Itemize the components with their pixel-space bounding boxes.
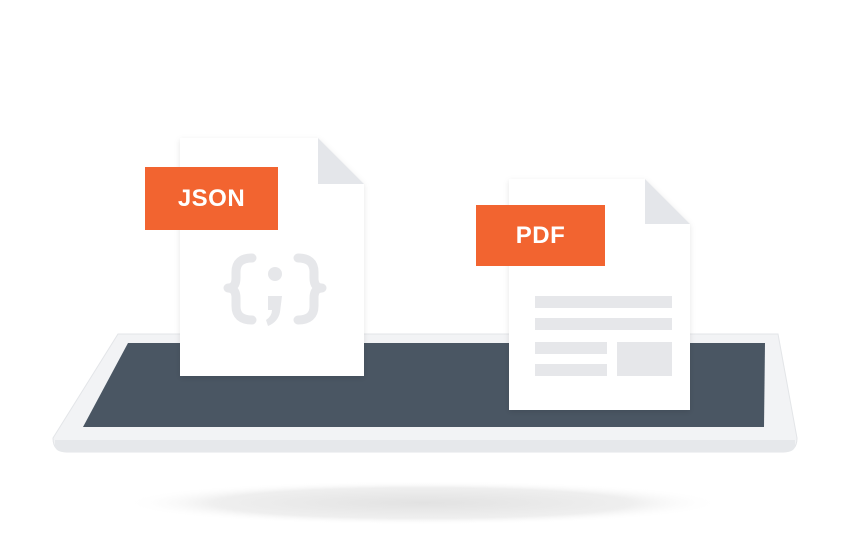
text-line [535, 296, 672, 308]
json-label-badge: JSON [145, 167, 278, 230]
json-document-fold [318, 138, 364, 184]
pdf-label-badge: PDF [476, 205, 605, 266]
pdf-document-fold [645, 179, 690, 224]
curly-braces-semicolon-icon [223, 253, 327, 325]
semicolon-glyph [266, 267, 282, 326]
image-block [617, 342, 672, 376]
text-line [535, 342, 607, 354]
text-line [535, 364, 607, 376]
tablet-bottom-edge [55, 440, 795, 452]
document-lines-icon [535, 296, 672, 376]
text-line [535, 318, 672, 330]
floor-shadow [123, 481, 723, 525]
